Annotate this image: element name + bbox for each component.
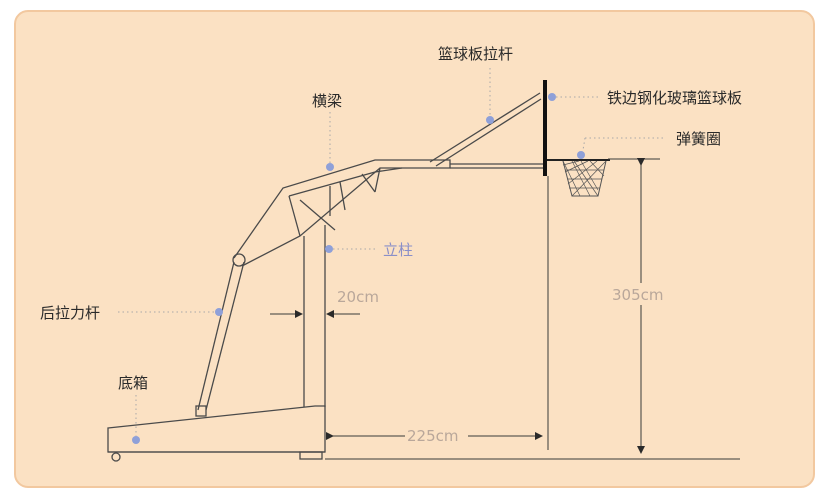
- height-dimension-label: 305cm: [612, 286, 664, 304]
- column: [303, 225, 326, 407]
- backboard-arm-label: 篮球板拉杆: [438, 45, 513, 63]
- base-box-marker: [132, 436, 140, 444]
- column-label: 立柱: [383, 241, 413, 259]
- column-width-dimension: 20cm: [270, 288, 379, 318]
- base-box-label: 底箱: [118, 374, 148, 392]
- backboard-arm: [429, 92, 542, 167]
- crossbeam-marker: [326, 163, 334, 171]
- diagram-panel: [14, 10, 815, 488]
- rear-brace-marker: [215, 308, 223, 316]
- height-dimension: 305cm: [608, 158, 664, 460]
- crossbeam-truss: [233, 159, 545, 267]
- base-box: [107, 405, 326, 462]
- rear-brace-label: 后拉力杆: [40, 304, 100, 322]
- reach-dimension: 225cm: [326, 427, 543, 445]
- crossbeam-label: 横梁: [312, 92, 342, 110]
- rear-brace: [197, 253, 246, 411]
- backboard-marker: [548, 93, 556, 101]
- column-width-label: 20cm: [337, 288, 379, 306]
- rim-net: [547, 151, 610, 197]
- glass-backboard-label: 铁边钢化玻璃篮球板: [607, 89, 742, 107]
- column-marker: [325, 245, 333, 253]
- backboard-arm-marker: [486, 116, 494, 124]
- rim-label: 弹簧圈: [676, 130, 721, 148]
- reach-dimension-label: 225cm: [407, 427, 459, 445]
